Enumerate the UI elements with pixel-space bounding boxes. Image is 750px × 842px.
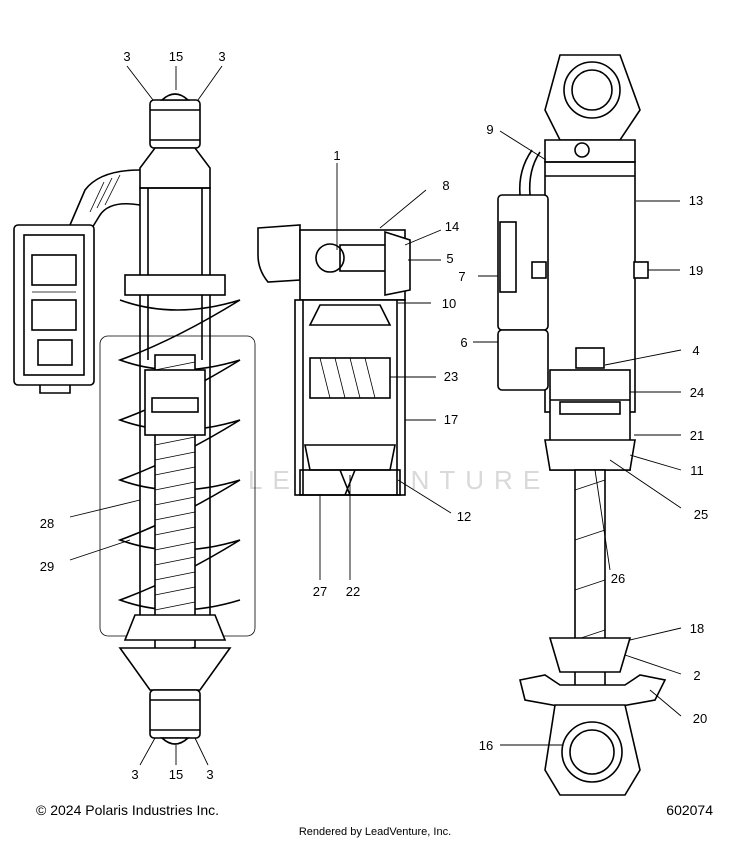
callout-4: 4 — [692, 343, 699, 358]
leader-lines — [69, 65, 682, 766]
callout-26: 26 — [611, 571, 625, 586]
callout-labels: 3 15 3 28 29 3 15 3 1 8 14 5 10 23 17 12… — [40, 49, 708, 782]
callout-20: 20 — [693, 711, 707, 726]
rendered-by-credit: Rendered by LeadVenture, Inc. — [298, 826, 452, 838]
callout-28: 28 — [40, 516, 54, 531]
callout-29: 29 — [40, 559, 54, 574]
callout-8: 8 — [442, 178, 449, 193]
callout-22: 22 — [346, 584, 360, 599]
callout-2: 2 — [693, 668, 700, 683]
callout-21: 21 — [690, 428, 704, 443]
callout-18: 18 — [690, 621, 704, 636]
callout-6: 6 — [460, 335, 467, 350]
callout-27: 27 — [313, 584, 327, 599]
callout-9: 9 — [486, 122, 493, 137]
left-shock-assembly — [13, 93, 256, 745]
callout-3: 3 — [218, 49, 225, 64]
center-piston-detail — [257, 224, 411, 496]
callout-25: 25 — [694, 507, 708, 522]
callout-12: 12 — [457, 509, 471, 524]
copyright-notice: © 2024 Polaris Industries Inc. — [36, 802, 220, 818]
callout-15: 15 — [169, 767, 183, 782]
callout-3: 3 — [131, 767, 138, 782]
callout-1: 1 — [333, 148, 340, 163]
callout-13: 13 — [689, 193, 703, 208]
callout-19: 19 — [689, 263, 703, 278]
callout-16: 16 — [479, 738, 493, 753]
callout-17: 17 — [444, 412, 458, 427]
callout-14: 14 — [445, 219, 459, 234]
diagram-id: 602074 — [666, 802, 713, 818]
callout-11: 11 — [690, 463, 704, 478]
right-shock-assembly — [497, 54, 667, 796]
callout-10: 10 — [442, 296, 456, 311]
callout-23: 23 — [444, 369, 458, 384]
callout-3: 3 — [206, 767, 213, 782]
callout-24: 24 — [690, 385, 704, 400]
callout-15: 15 — [169, 49, 183, 64]
callout-5: 5 — [446, 251, 453, 266]
callout-7: 7 — [458, 269, 465, 284]
callout-3: 3 — [123, 49, 130, 64]
